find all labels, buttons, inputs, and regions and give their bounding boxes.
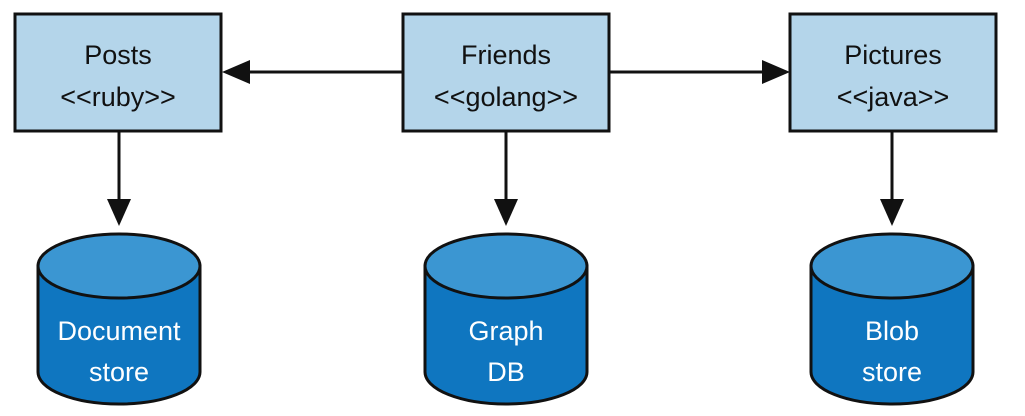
- datastore-graph-line1: Graph: [468, 316, 543, 346]
- edge-friends-to-graph-db: [494, 131, 518, 226]
- datastore-graph-line2: DB: [487, 357, 525, 387]
- service-friends-tech: <<golang>>: [434, 82, 578, 112]
- service-friends: Friends <<golang>>: [401, 12, 611, 133]
- database-cylinder-icon: [36, 264, 202, 406]
- edge-pictures-to-blob-store: [880, 131, 904, 226]
- edge-friends-to-posts: [222, 60, 403, 84]
- datastore-document-line2: store: [89, 357, 149, 387]
- service-posts: Posts <<ruby>>: [13, 12, 223, 133]
- service-friends-box: [401, 12, 611, 133]
- database-cylinder-icon: [809, 264, 975, 406]
- service-pictures-box: [788, 12, 998, 133]
- datastore-blob-line2: store: [862, 357, 922, 387]
- datastore-document-line1: Document: [57, 316, 181, 346]
- service-pictures-name: Pictures: [844, 40, 942, 70]
- arrowhead-icon: [222, 60, 250, 84]
- datastore-blob-line1: Blob: [865, 316, 919, 346]
- service-posts-box: [13, 12, 223, 133]
- edge-posts-to-document-store: [107, 131, 131, 226]
- arrowhead-icon: [107, 199, 131, 226]
- datastore-graph-db: Graph DB: [423, 232, 589, 406]
- datastore-document-store: Document store: [36, 232, 202, 406]
- edge-friends-to-pictures: [609, 60, 790, 84]
- service-posts-name: Posts: [84, 40, 152, 70]
- datastore-blob-store: Blob store: [809, 232, 975, 406]
- arrowhead-icon: [880, 199, 904, 226]
- arrowhead-icon: [494, 199, 518, 226]
- service-friends-name: Friends: [461, 40, 551, 70]
- service-pictures-tech: <<java>>: [837, 82, 950, 112]
- service-posts-tech: <<ruby>>: [60, 82, 176, 112]
- arrowhead-icon: [762, 60, 790, 84]
- service-pictures: Pictures <<java>>: [788, 12, 998, 133]
- database-cylinder-icon: [423, 264, 589, 406]
